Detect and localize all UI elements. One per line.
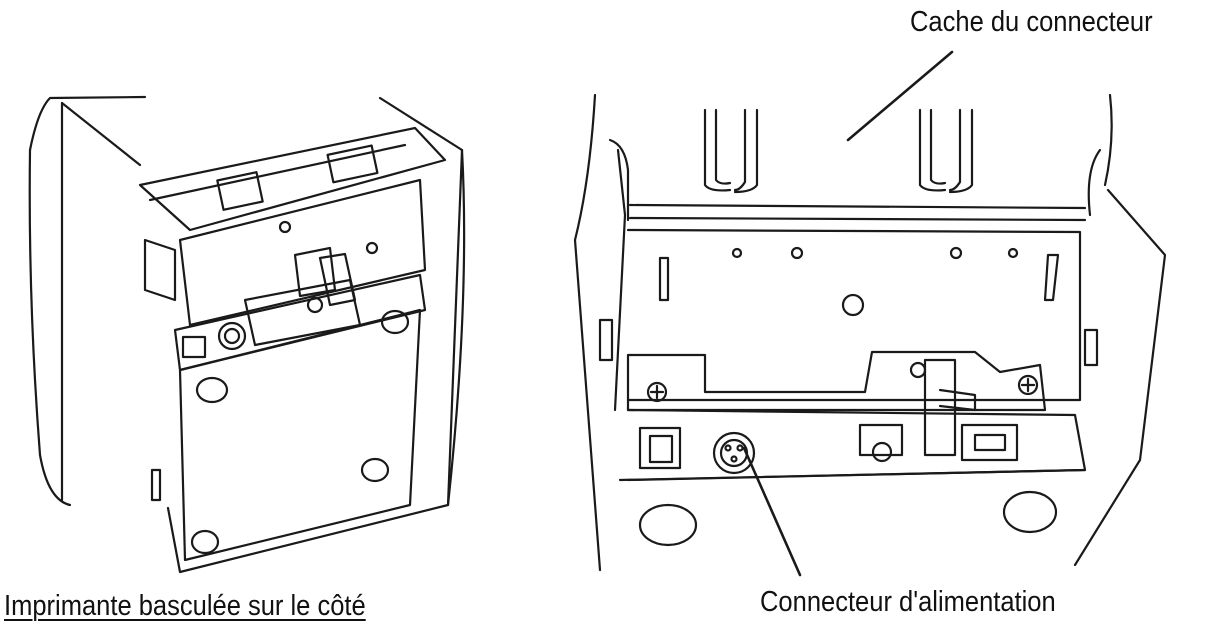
connector-closeup-illustration — [573, 50, 1167, 577]
connector-cover-label: Cache du connecteur — [910, 6, 1153, 38]
power-connector-label: Connecteur d'alimentation — [760, 586, 1056, 618]
figure-caption: Imprimante basculée sur le côté — [4, 590, 366, 622]
printer-tilted-illustration — [28, 95, 466, 574]
